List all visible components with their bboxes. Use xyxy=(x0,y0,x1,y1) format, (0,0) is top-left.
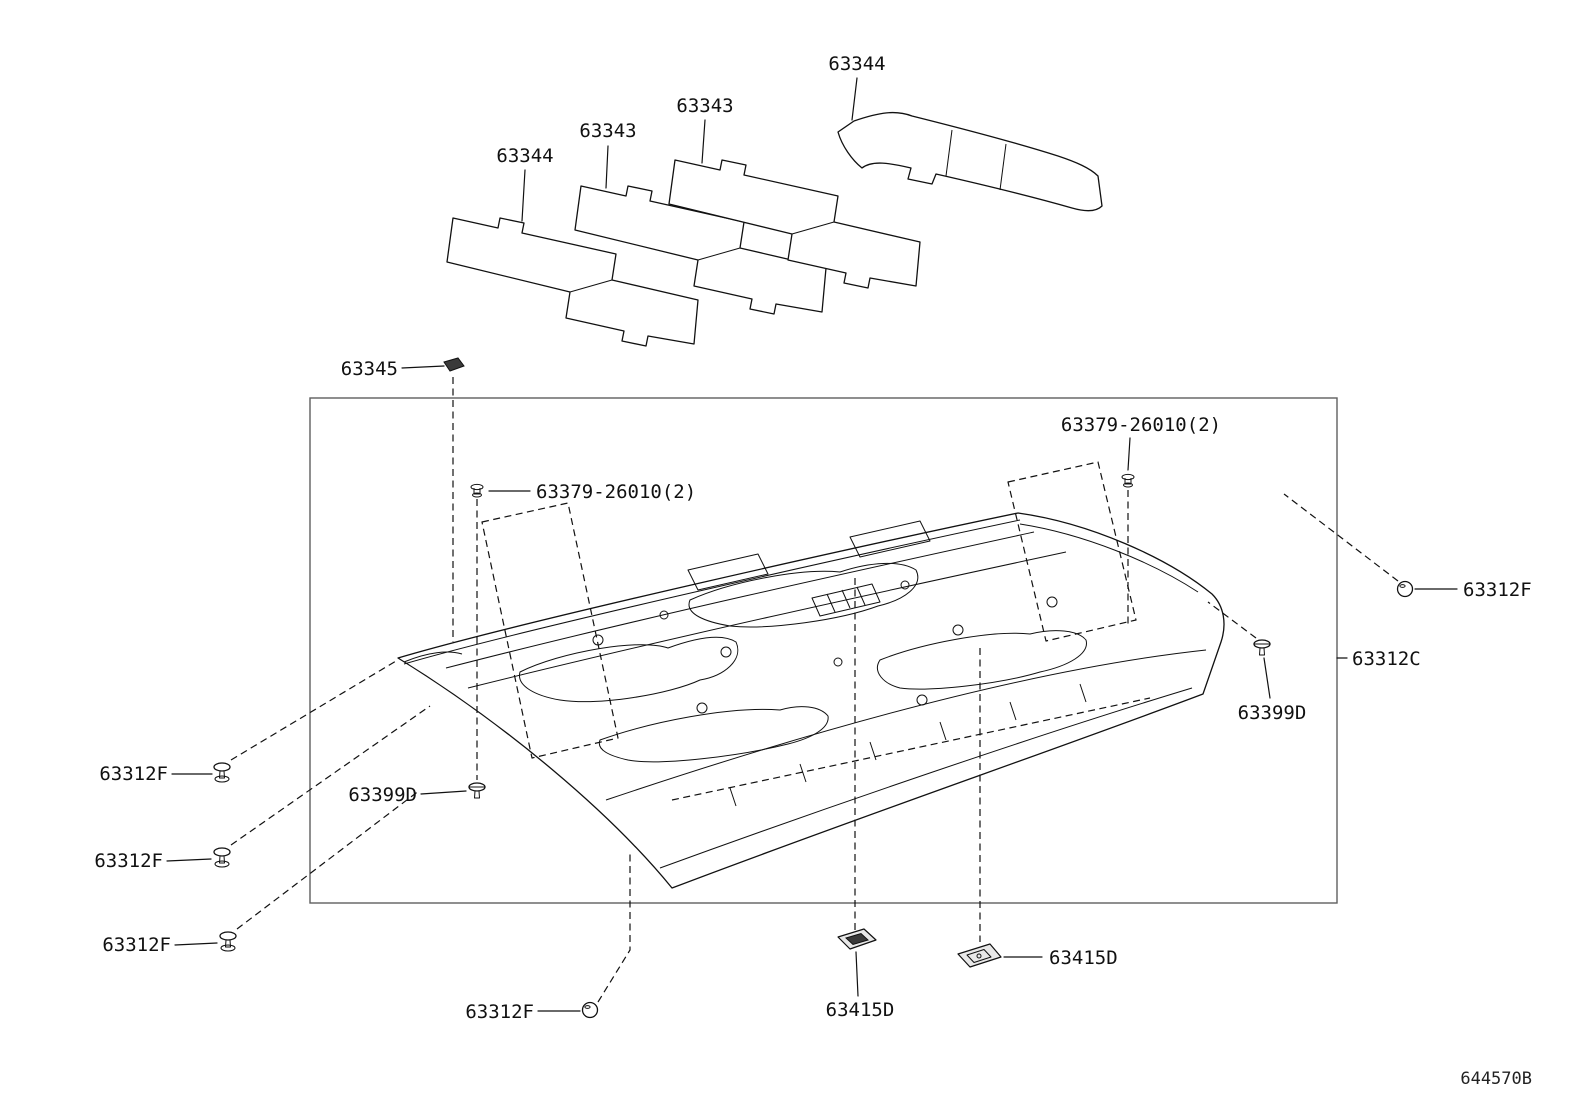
panel-patch-4 xyxy=(598,706,829,763)
panel-outline xyxy=(397,512,1225,889)
leader-dash-63312F-bottom xyxy=(597,852,631,1003)
clip-63399D-left-icon xyxy=(468,782,486,799)
leader-dash-63312F-right xyxy=(1283,493,1399,582)
fastener-63312F-bottom-icon xyxy=(581,1001,599,1019)
label-screw-63312F-left-1: 63312F xyxy=(99,763,168,785)
fastener-63312F-right-icon xyxy=(1396,580,1414,598)
leader-63399D-left xyxy=(420,790,467,795)
panel-patch-3 xyxy=(877,630,1087,690)
label-pad-63344-top: 63344 xyxy=(828,53,885,75)
fastener-icons xyxy=(213,357,1414,1019)
panel-patch-2 xyxy=(688,562,919,628)
screw-63312F-left-3-icon xyxy=(219,931,237,952)
leader-63379-right xyxy=(1127,437,1131,471)
panel-opening-2 xyxy=(849,520,931,558)
panel-left-corner-line xyxy=(403,651,463,663)
leader-pad-63343-upper xyxy=(701,119,706,164)
panel-rib-2 xyxy=(467,551,1067,689)
diagram-code: 644570B xyxy=(1460,1069,1532,1089)
screw-63312F-left-2-icon xyxy=(213,847,231,868)
pad-63344-top-seg-line-2 xyxy=(999,143,1007,191)
clip-63345-icon xyxy=(443,357,465,372)
label-fastener-63312F-right: 63312F xyxy=(1463,579,1532,601)
panel-patch-1 xyxy=(519,636,739,703)
leader-63345 xyxy=(401,365,445,369)
label-clip-63379-left: 63379-26010(2) xyxy=(536,481,696,503)
panel-top-flange-line xyxy=(403,519,1021,665)
clip-63379-right-icon xyxy=(1121,473,1135,488)
pad-63344-top-shape xyxy=(837,111,1103,212)
pad-63344-top-seg-line-1 xyxy=(945,129,953,177)
diagram-frame-box xyxy=(309,397,1338,904)
label-pad-63344-left: 63344 xyxy=(496,145,553,167)
pad-63343-upper-shape xyxy=(668,159,921,289)
headlining-panel-63312C xyxy=(397,512,1225,889)
leader-dash-63312F-left-3 xyxy=(236,789,421,930)
clip-63379-left-icon xyxy=(470,483,484,498)
panel-opening-1 xyxy=(687,553,769,591)
leader-pad-63344-top xyxy=(851,77,858,121)
label-screw-63312F-left-2: 63312F xyxy=(94,850,163,872)
leader-pad-63344-left xyxy=(521,169,526,222)
label-screw-63312F-left-3: 63312F xyxy=(102,934,171,956)
dashed-leaders xyxy=(230,377,1399,1003)
panel-front-fold-line xyxy=(605,649,1207,801)
pad-63344-left-step-line xyxy=(569,279,613,293)
leader-63399D-right xyxy=(1263,657,1271,699)
apron-dashed-line xyxy=(671,697,1151,801)
dashed-overlays xyxy=(481,461,1151,801)
leader-63415D-center xyxy=(855,951,859,997)
leader-dash-63399D-right xyxy=(1207,601,1257,639)
leader-pad-63343-lower xyxy=(605,145,609,189)
label-grommet-63415D-right: 63415D xyxy=(1049,947,1118,969)
leader-dash-63312F-left-1 xyxy=(230,660,397,761)
grommet-63415D-center-icon xyxy=(837,928,877,950)
leader-63312F-left-2 xyxy=(166,858,212,862)
pad-63343-lower-step-line xyxy=(697,247,741,261)
label-pad-63343-upper: 63343 xyxy=(676,95,733,117)
clip-63399D-right-icon xyxy=(1253,639,1271,656)
grommet-63415D-right-icon xyxy=(957,943,1002,968)
screw-63312F-left-1-icon xyxy=(213,762,231,783)
label-clip-63379-right: 63379-26010(2) xyxy=(1061,414,1221,436)
label-leaders xyxy=(166,77,1458,1012)
pad-position-outline-right xyxy=(1007,461,1137,642)
pad-position-outline-left xyxy=(481,502,619,759)
pad-63343-upper-step-line xyxy=(791,221,835,235)
pad-63344-left-shape xyxy=(446,217,699,347)
label-clip-63345: 63345 xyxy=(341,358,398,380)
part-number-labels: 63344 63343 63343 63344 63345 63379-2601… xyxy=(94,53,1531,1023)
label-panel-63312C: 63312C xyxy=(1352,648,1421,670)
label-pad-63343-lower: 63343 xyxy=(579,120,636,142)
label-grommet-63415D-center: 63415D xyxy=(826,999,895,1021)
pad-63343-lower-shape xyxy=(574,185,827,315)
leader-63312F-left-3 xyxy=(174,942,218,946)
panel-hatched-patch xyxy=(811,583,881,617)
label-fastener-63312F-bottom: 63312F xyxy=(465,1001,534,1023)
top-silencer-pads xyxy=(446,111,1103,347)
panel-right-flange-line xyxy=(1019,523,1199,593)
panel-holes xyxy=(592,580,1058,714)
panel-rib-1 xyxy=(445,531,1035,669)
label-clip-63399D-right: 63399D xyxy=(1238,702,1307,724)
label-clip-63399D-left: 63399D xyxy=(348,784,417,806)
leader-dash-63312F-left-2 xyxy=(230,705,431,846)
panel-front-thickness-line xyxy=(659,687,1193,869)
